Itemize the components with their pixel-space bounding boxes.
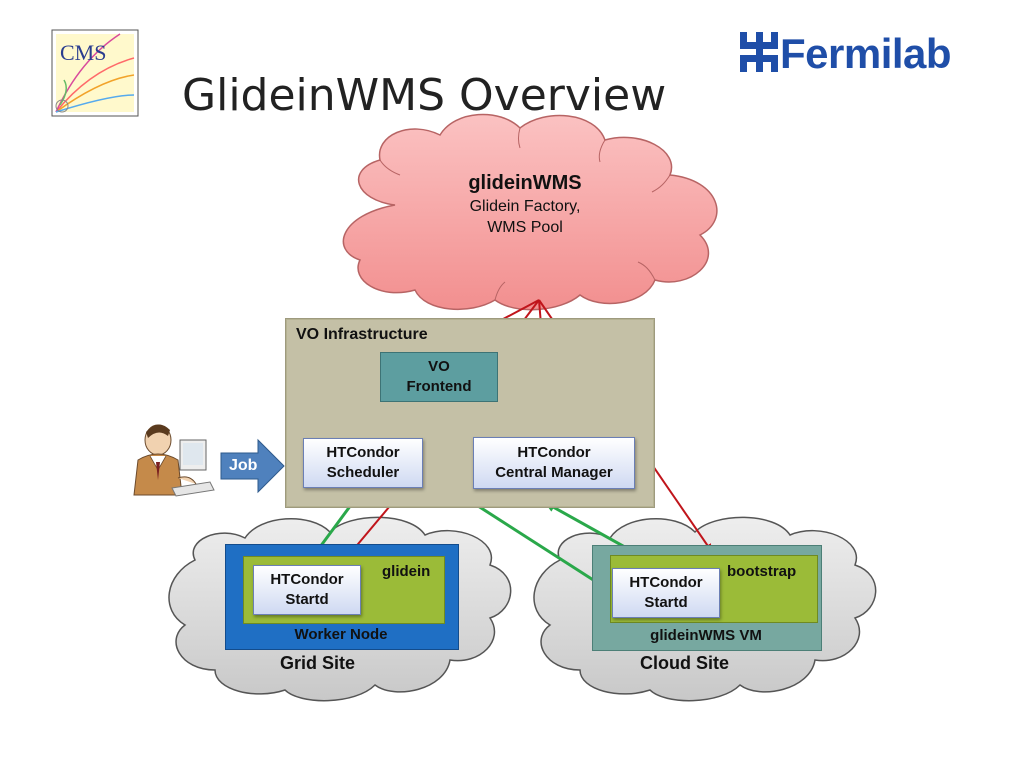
cloud-site-label: Cloud Site: [640, 653, 729, 673]
glideinwms-subtitle-line1: Glidein Factory,: [469, 198, 581, 215]
htcondor-scheduler-box: HTCondor Scheduler: [303, 438, 423, 488]
grid-site-label: Grid Site: [280, 653, 356, 673]
central-manager-line1: HTCondor: [517, 444, 591, 461]
vo-frontend-line2: Frontend: [406, 378, 472, 395]
glideinwms-title: glideinWMS: [468, 172, 582, 194]
vo-frontend-line1: VO: [428, 358, 450, 375]
cloud-startd-line1: HTCondor: [629, 574, 703, 591]
page-title: GlideinWMS Overview: [182, 70, 667, 121]
glideinwms-cloud-label: glideinWMS Glidein Factory, WMS Pool: [440, 172, 610, 237]
fermilab-logo-text: Fermilab: [780, 30, 952, 77]
fermilab-logo-mark: [740, 32, 778, 72]
job-arrow: [220, 438, 285, 494]
glideinwms-vm-label: glideinWMS VM: [650, 627, 762, 644]
glidein-label: glidein: [382, 563, 431, 580]
cloud-startd-line2: Startd: [644, 594, 688, 611]
glideinwms-subtitle-line2: WMS Pool: [487, 219, 563, 236]
grid-startd-line2: Startd: [285, 591, 329, 608]
worker-node-label: Worker Node: [294, 626, 388, 643]
central-manager-line2: Central Manager: [495, 464, 613, 481]
scheduler-line2: Scheduler: [326, 464, 400, 481]
cms-logo: [51, 29, 139, 117]
grid-startd-line1: HTCondor: [270, 571, 344, 588]
cms-logo-text: CMS: [60, 40, 107, 65]
user-at-computer-icon: [133, 424, 215, 497]
vo-infrastructure-label: VO Infrastructure: [296, 326, 428, 343]
vo-frontend-box: VO Frontend: [380, 352, 498, 402]
grid-htcondor-startd-box: HTCondor Startd: [253, 565, 361, 615]
scheduler-line1: HTCondor: [326, 444, 400, 461]
cloud-htcondor-startd-box: HTCondor Startd: [612, 568, 720, 618]
bootstrap-label: bootstrap: [727, 563, 797, 580]
job-label: Job: [229, 457, 258, 474]
glideinwms-cloud: [342, 113, 718, 311]
htcondor-central-manager-box: HTCondor Central Manager: [473, 437, 635, 489]
